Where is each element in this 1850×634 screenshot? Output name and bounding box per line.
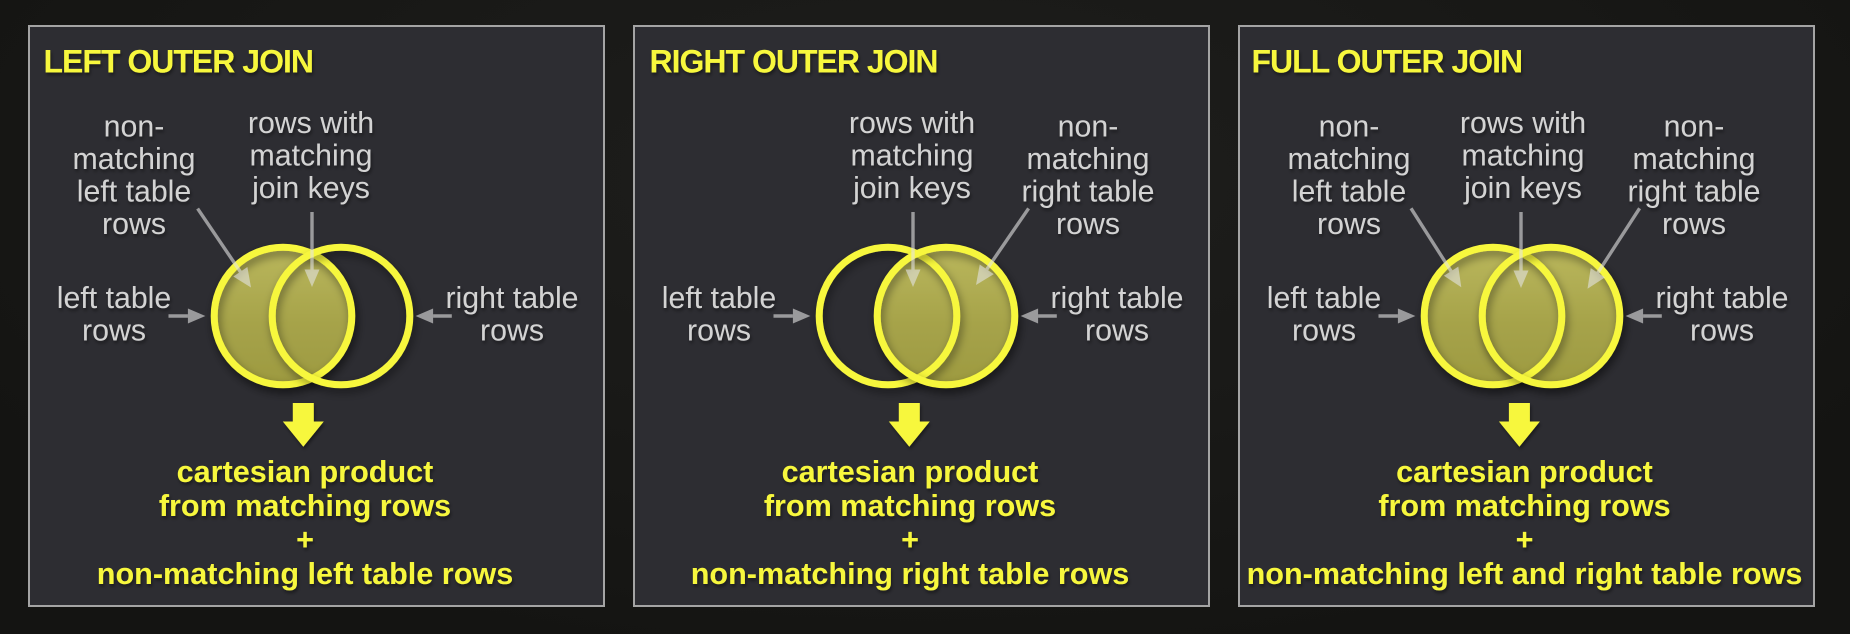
- svg-text:left table: left table: [1267, 282, 1382, 315]
- svg-text:left table: left table: [57, 282, 172, 315]
- svg-text:from matching rows: from matching rows: [159, 489, 451, 523]
- svg-text:non-matching right table rows: non-matching right table rows: [691, 557, 1130, 591]
- svg-text:rows: rows: [480, 315, 544, 348]
- svg-text:cartesian product: cartesian product: [782, 455, 1039, 489]
- svg-text:rows: rows: [102, 208, 166, 241]
- svg-text:right table: right table: [1021, 176, 1154, 209]
- svg-text:matching: matching: [1633, 143, 1756, 176]
- svg-text:RIGHT OUTER JOIN: RIGHT OUTER JOIN: [650, 44, 938, 80]
- svg-text:matching: matching: [851, 140, 974, 173]
- svg-text:matching: matching: [73, 143, 196, 176]
- svg-text:rows with: rows with: [248, 107, 374, 140]
- svg-text:matching: matching: [1027, 143, 1150, 176]
- svg-text:non-: non-: [1319, 111, 1380, 144]
- svg-text:rows: rows: [1056, 208, 1120, 241]
- svg-text:from matching rows: from matching rows: [1378, 489, 1670, 523]
- svg-text:+: +: [1516, 523, 1534, 557]
- svg-text:non-matching left table rows: non-matching left table rows: [97, 557, 513, 591]
- svg-text:from matching rows: from matching rows: [764, 489, 1056, 523]
- svg-text:cartesian product: cartesian product: [177, 455, 434, 489]
- svg-text:cartesian product: cartesian product: [1396, 455, 1653, 489]
- svg-text:left table: left table: [1292, 176, 1407, 209]
- svg-text:left table: left table: [77, 176, 192, 209]
- svg-text:rows: rows: [82, 315, 146, 348]
- svg-text:rows: rows: [1292, 315, 1356, 348]
- svg-text:join keys: join keys: [852, 172, 971, 205]
- svg-text:left table: left table: [662, 282, 777, 315]
- svg-text:non-: non-: [1664, 111, 1725, 144]
- svg-text:non-matching left and right ta: non-matching left and right table rows: [1247, 557, 1803, 591]
- svg-text:join keys: join keys: [1463, 172, 1582, 205]
- svg-text:rows: rows: [1085, 315, 1149, 348]
- svg-text:right table: right table: [1627, 176, 1760, 209]
- svg-text:right table: right table: [1655, 282, 1788, 315]
- svg-text:rows: rows: [1317, 208, 1381, 241]
- svg-text:matching: matching: [250, 140, 373, 173]
- svg-text:rows: rows: [1662, 208, 1726, 241]
- svg-text:non-: non-: [1058, 111, 1119, 144]
- svg-text:non-: non-: [104, 111, 165, 144]
- svg-text:matching: matching: [1288, 143, 1411, 176]
- svg-text:+: +: [296, 523, 314, 557]
- svg-text:rows with: rows with: [849, 107, 975, 140]
- svg-text:FULL OUTER JOIN: FULL OUTER JOIN: [1252, 44, 1523, 80]
- svg-text:rows: rows: [687, 315, 751, 348]
- svg-text:rows with: rows with: [1460, 107, 1586, 140]
- svg-text:right table: right table: [1050, 282, 1183, 315]
- svg-text:+: +: [901, 523, 919, 557]
- svg-text:rows: rows: [1690, 315, 1754, 348]
- svg-text:join keys: join keys: [251, 172, 370, 205]
- svg-text:LEFT OUTER JOIN: LEFT OUTER JOIN: [44, 44, 313, 80]
- svg-text:right table: right table: [445, 282, 578, 315]
- svg-text:matching: matching: [1462, 140, 1585, 173]
